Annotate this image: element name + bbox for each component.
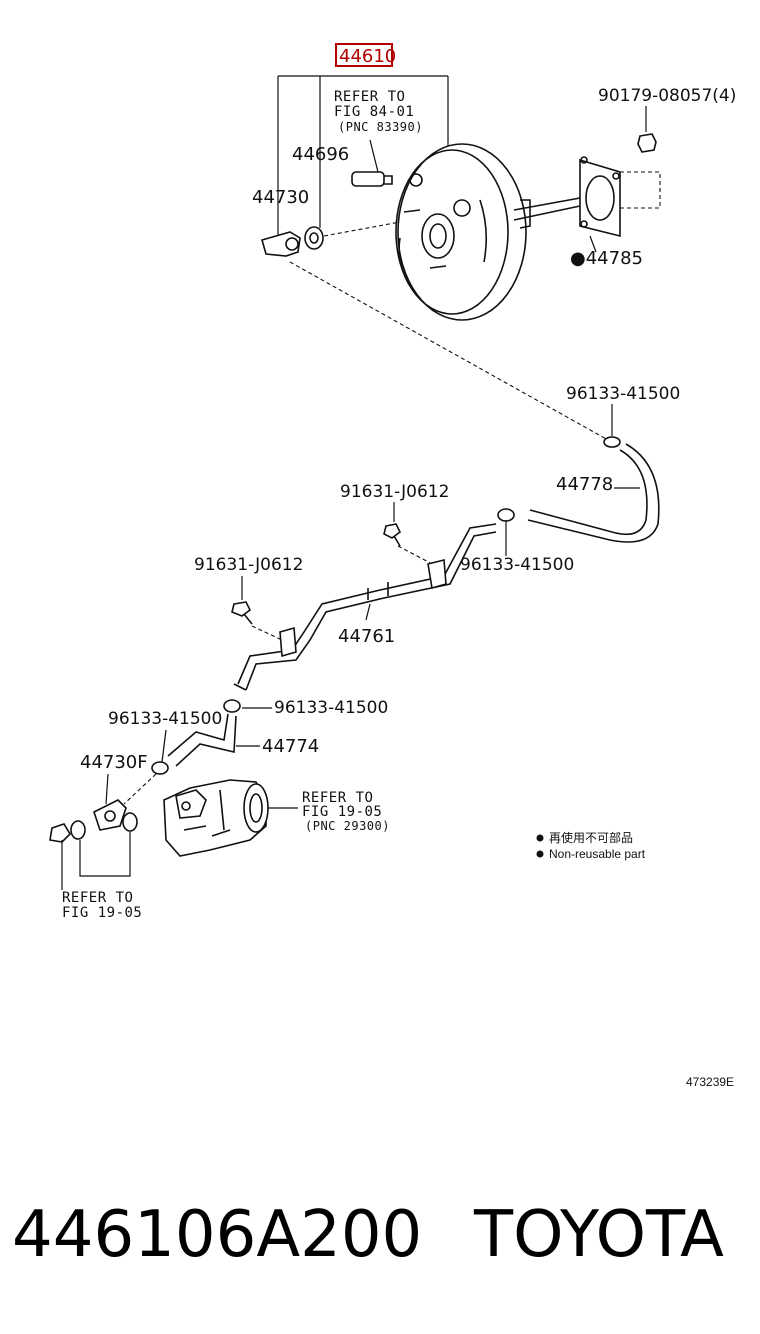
bolt-91631-b bbox=[231, 601, 253, 625]
label-96133-d[interactable]: 96133-41500 bbox=[274, 698, 388, 718]
main-part-bracket bbox=[277, 75, 449, 238]
refer-84-line3: (PNC 83390) bbox=[338, 120, 423, 134]
label-96133-a[interactable]: 96133-41500 bbox=[566, 384, 680, 404]
legend-dot-en bbox=[536, 850, 544, 858]
union-f-dash bbox=[123, 773, 157, 805]
hose-44778 bbox=[527, 443, 660, 543]
grommet-44696 bbox=[304, 226, 324, 250]
label-44778[interactable]: 44778 bbox=[556, 474, 613, 495]
refer-19b-line2: FIG 19-05 bbox=[62, 905, 142, 921]
union-44730f bbox=[93, 799, 127, 831]
refer-84-line1: REFER TO bbox=[334, 89, 405, 105]
refer-19-line1: REFER TO bbox=[302, 790, 373, 806]
legend-en: Non-reusable part bbox=[549, 847, 646, 861]
pipe-44761 bbox=[233, 523, 497, 691]
refer-19-line2: FIG 19-05 bbox=[302, 804, 382, 820]
footer-brand: TOYOTA bbox=[473, 1198, 724, 1272]
hose-44774 bbox=[167, 713, 237, 767]
refer-19-line3: (PNC 29300) bbox=[305, 819, 390, 833]
refer-19b-bracket bbox=[61, 832, 131, 890]
label-44730[interactable]: 44730 bbox=[252, 187, 309, 208]
footer-part-number: 446106A200 bbox=[12, 1198, 422, 1272]
label-44730f[interactable]: 44730F bbox=[80, 752, 148, 773]
bolt-a-dash bbox=[397, 545, 437, 567]
bolt-b-dash bbox=[251, 625, 283, 641]
leader-44761 bbox=[365, 603, 371, 621]
brake-booster bbox=[395, 143, 581, 321]
bolt-91631-a bbox=[383, 523, 402, 547]
leader-96133-c bbox=[161, 729, 167, 763]
check-valve-fitting bbox=[351, 171, 393, 187]
union-44730 bbox=[261, 231, 301, 257]
label-96133-b[interactable]: 96133-41500 bbox=[460, 555, 574, 575]
clamp-96133-b bbox=[497, 508, 515, 522]
banjo-bolt bbox=[49, 812, 138, 843]
legend-dot-cn bbox=[536, 834, 544, 842]
label-91631-a[interactable]: 91631-J0612 bbox=[340, 482, 449, 502]
label-44774[interactable]: 44774 bbox=[262, 736, 319, 757]
clamp-96133-c bbox=[151, 761, 169, 775]
gasket-44785 bbox=[579, 156, 661, 238]
refer-84-line2: FIG 84-01 bbox=[334, 104, 414, 120]
union-to-clamp-dash bbox=[289, 261, 609, 441]
label-96133-c[interactable]: 96133-41500 bbox=[108, 709, 222, 729]
drawing-code: 473239E bbox=[686, 1075, 734, 1089]
label-91631-b[interactable]: 91631-J0612 bbox=[194, 555, 303, 575]
refer-84-leader bbox=[369, 139, 379, 173]
union-to-booster-dash bbox=[323, 221, 401, 237]
label-44761[interactable]: 44761 bbox=[338, 626, 395, 647]
clamp-96133-a bbox=[603, 436, 621, 448]
label-44785[interactable]: ●44785 bbox=[570, 248, 643, 269]
clamp-96133-d bbox=[223, 699, 241, 713]
label-90179[interactable]: 90179-08057(4) bbox=[598, 86, 736, 106]
refer-19b-line1: REFER TO bbox=[62, 890, 133, 906]
legend-cn: 再使用不可部品 bbox=[549, 830, 633, 845]
leader-44785 bbox=[589, 235, 597, 253]
main-part-highlight-box bbox=[335, 43, 393, 67]
label-44696[interactable]: 44696 bbox=[292, 144, 349, 165]
nut-90179 bbox=[637, 133, 657, 153]
leader-44730f bbox=[105, 773, 109, 805]
vacuum-pump bbox=[163, 779, 269, 857]
main-part-label[interactable]: 44610 bbox=[339, 46, 396, 67]
